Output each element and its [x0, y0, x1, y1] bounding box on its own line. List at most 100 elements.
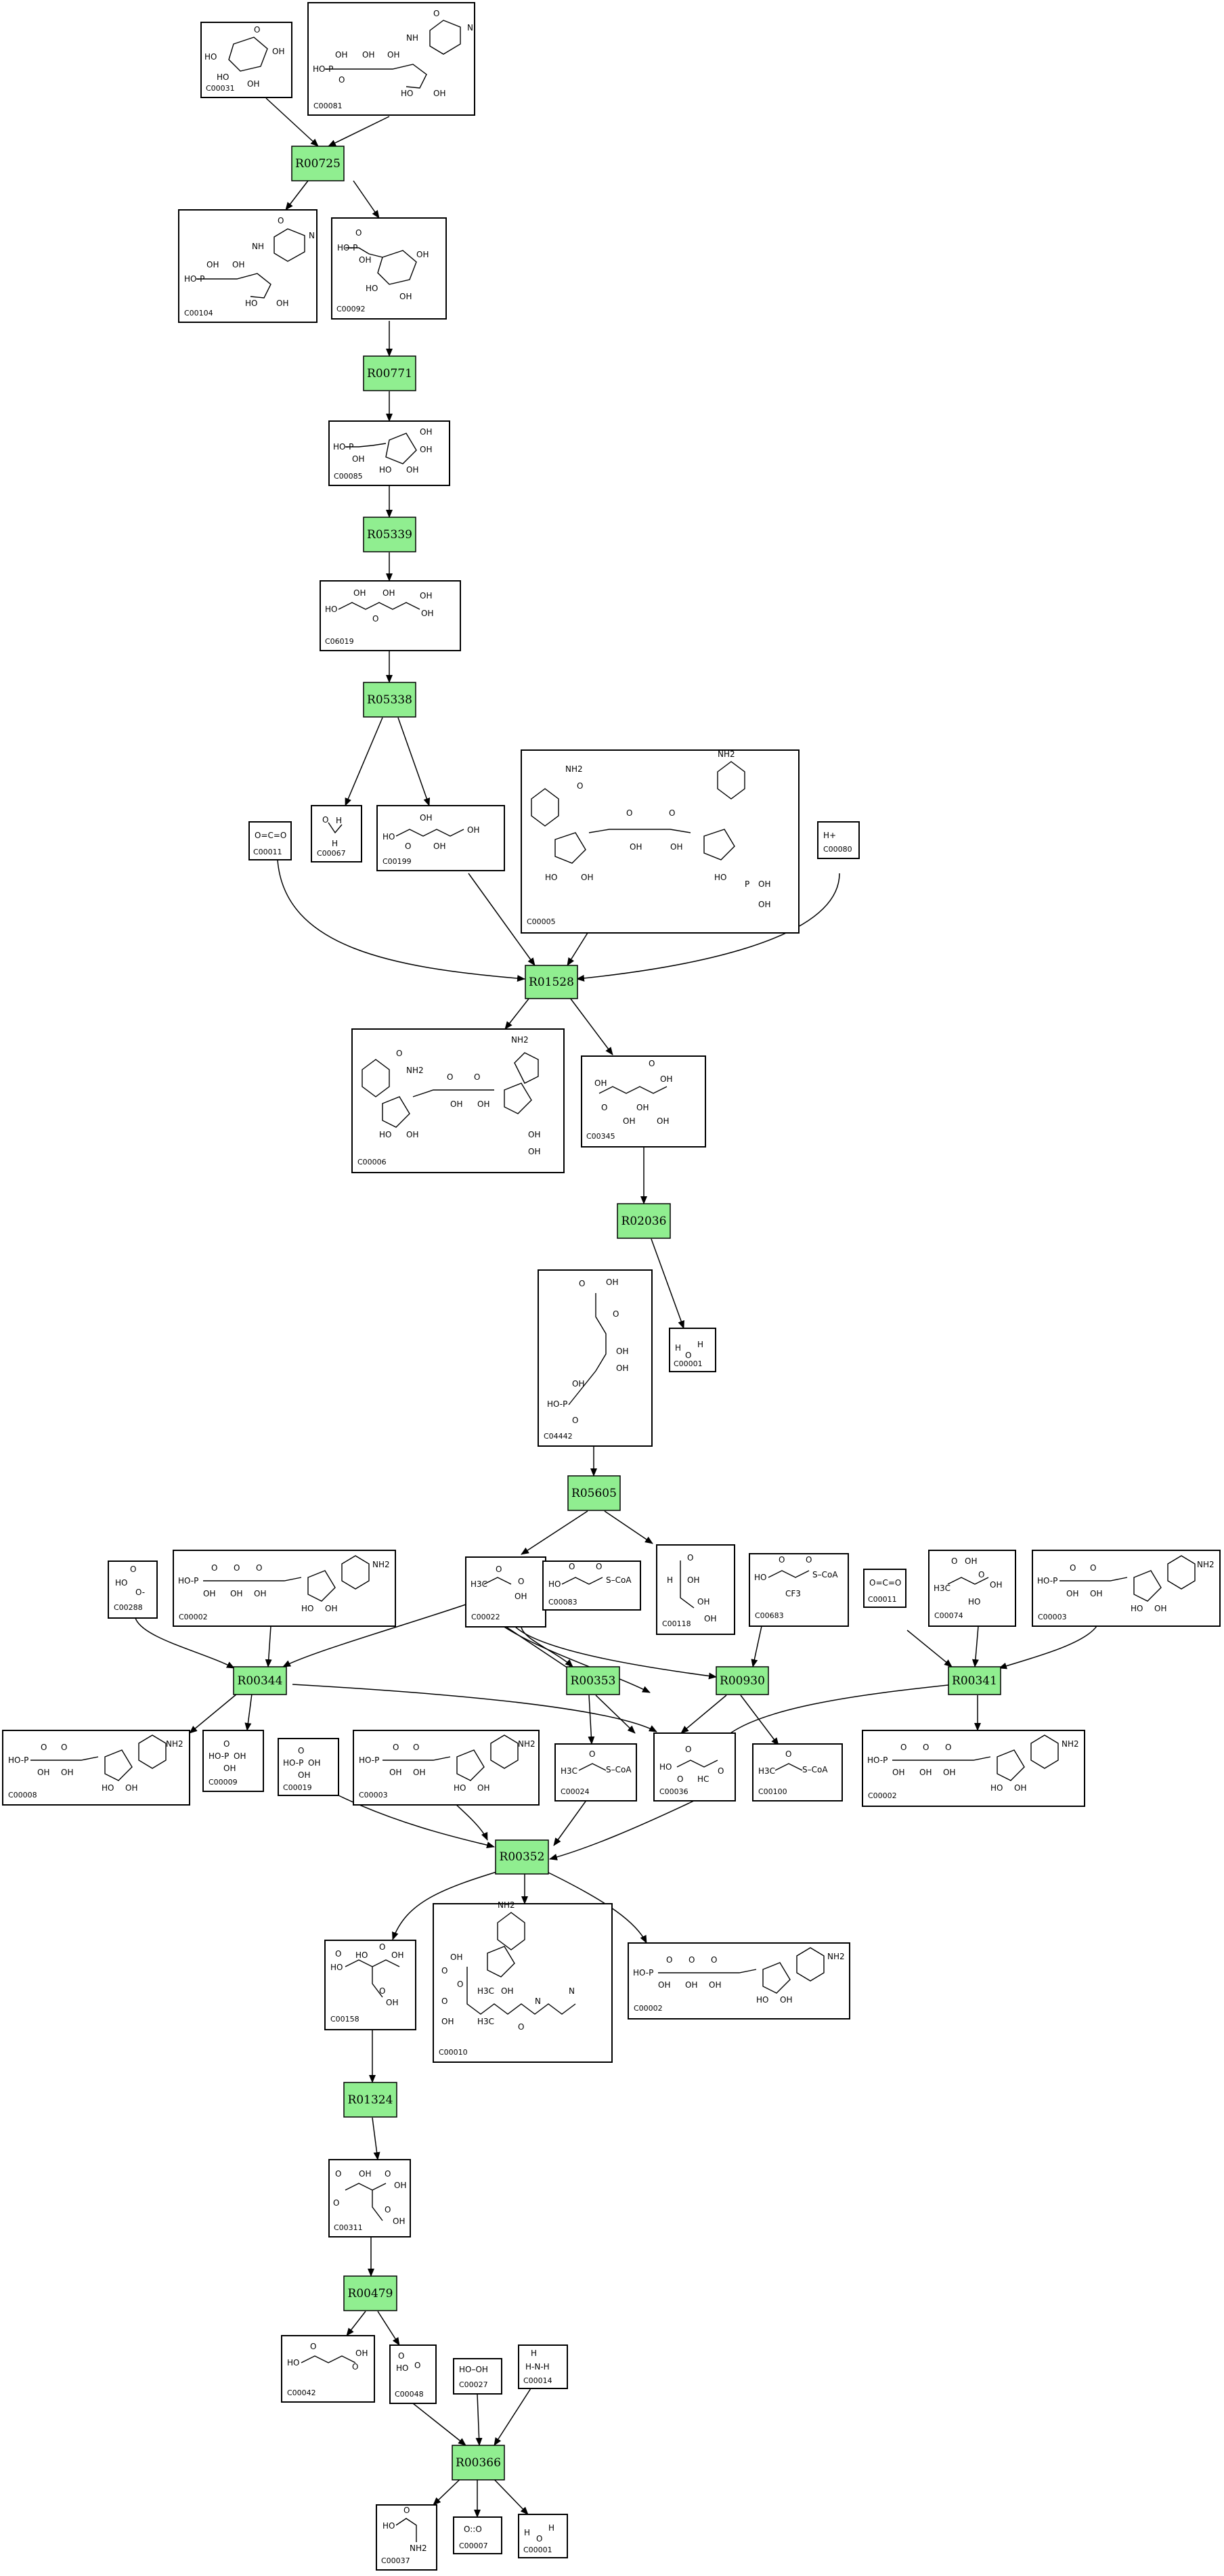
compound-c00022[interactable]: H3C O O OH C00022 [465, 1556, 546, 1628]
svg-text:O: O [333, 2198, 339, 2208]
compound-c00118[interactable]: O H OH OH OH C00118 [656, 1544, 735, 1635]
compound-c00288[interactable]: HO O O- C00288 [108, 1560, 158, 1619]
reaction-r00479[interactable]: R00479 [343, 2275, 397, 2311]
svg-text:OH: OH [420, 427, 432, 437]
reaction-r00930[interactable]: R00930 [716, 1666, 769, 1695]
compound-c00002[interactable]: HO-P O O O OH OH OH NH2 HO OH C00002 [862, 1730, 1085, 1807]
compound-c00085[interactable]: HO-P OH OH OH HO OH C00085 [328, 420, 450, 486]
compound-c00002[interactable]: HO-P O O O OH OH OH NH2 HO OH C00002 [173, 1550, 396, 1627]
reaction-r05605[interactable]: R05605 [567, 1475, 621, 1511]
svg-text:C00199: C00199 [383, 857, 412, 866]
compound-c00042[interactable]: HO O O OH C00042 [281, 2335, 375, 2403]
svg-text:OH: OH [623, 1116, 635, 1126]
compound-c00067[interactable]: O H H C00067 [311, 805, 362, 863]
svg-text:O: O [398, 2351, 404, 2361]
compound-c00031[interactable]: HO O OH HO OH C00031 [200, 22, 292, 98]
compound-c00005[interactable]: NH2 O O O OH OH NH2 HO OH HO P OH OH C00… [521, 749, 800, 934]
compound-c00036[interactable]: HO O O HC O C00036 [653, 1732, 736, 1802]
compound-c00011[interactable]: O=C=O C00011 [248, 821, 292, 860]
compound-c00001[interactable]: H O H C00001 [669, 1328, 716, 1372]
svg-text:O: O [457, 1980, 463, 1989]
reaction-r05338[interactable]: R05338 [363, 682, 416, 718]
compound-c00104[interactable]: HO-P OH OH O NH N HO OH C00104 [178, 209, 318, 323]
svg-text:OH: OH [247, 79, 259, 89]
compound-c00345[interactable]: O OH OH O OH OH OH C00345 [581, 1055, 706, 1148]
reaction-r01324[interactable]: R01324 [343, 2082, 397, 2118]
svg-text:OH: OH [616, 1347, 628, 1356]
svg-text:O: O [596, 1562, 602, 1571]
compound-c00011[interactable]: O=C=O C00011 [863, 1569, 906, 1608]
svg-text:OH: OH [594, 1078, 607, 1088]
compound-c00100[interactable]: H3C O S–CoA C00100 [752, 1743, 843, 1802]
compound-c00683[interactable]: HO O O S–CoA CF3 C00683 [749, 1553, 849, 1627]
svg-text:HO: HO [659, 1762, 672, 1772]
compound-c00311[interactable]: O OH O OH O O OH C00311 [328, 2159, 411, 2237]
compound-c00037[interactable]: HO O NH2 C00037 [376, 2504, 437, 2571]
reaction-edges [135, 97, 1097, 2518]
reaction-r00353[interactable]: R00353 [566, 1666, 620, 1695]
compound-c04442[interactable]: OH O O OH OH OH HO-P O C04442 [538, 1269, 653, 1447]
svg-text:NH2: NH2 [718, 749, 735, 759]
compound-c00024[interactable]: H3C O S–CoA C00024 [554, 1743, 637, 1802]
reaction-label: R00366 [456, 2456, 501, 2470]
svg-text:OH: OH [230, 1589, 242, 1598]
svg-text:OH: OH [383, 588, 395, 598]
svg-text:C00083: C00083 [548, 1598, 577, 1607]
svg-text:HO: HO [396, 2363, 408, 2373]
compound-c00092[interactable]: HO-P O OH OH HO OH C00092 [331, 217, 447, 320]
compound-c06019[interactable]: HO OH OH O OH OH C06019 [320, 580, 461, 651]
svg-text:S–CoA: S–CoA [802, 1765, 828, 1774]
svg-text:NH: NH [406, 33, 418, 43]
reaction-r05339[interactable]: R05339 [363, 517, 416, 552]
compound-c00003[interactable]: HO-P O O OH OH NH2 HO OH C00003 [1032, 1550, 1221, 1627]
svg-text:O: O [589, 1749, 595, 1759]
reaction-label: R00353 [571, 1674, 616, 1688]
compound-c00080[interactable]: H+ C00080 [817, 821, 860, 859]
reaction-r00725[interactable]: R00725 [291, 146, 345, 181]
compound-c00074[interactable]: O OH H3C O OH HO C00074 [928, 1550, 1016, 1627]
svg-text:O: O [254, 25, 260, 35]
compound-c00009[interactable]: O HO-P OH OH C00009 [202, 1730, 264, 1792]
reaction-r00771[interactable]: R00771 [363, 355, 416, 391]
compound-c00158[interactable]: O HO O OH HO O OH C00158 [324, 1940, 416, 2030]
compound-c00002[interactable]: HO-P O O O OH OH OH NH2 HO OH C00002 [628, 1942, 850, 2020]
svg-text:OH: OH [234, 1751, 246, 1761]
svg-text:OH: OH [420, 591, 432, 601]
svg-text:HO: HO [383, 2521, 395, 2531]
compound-c00048[interactable]: O HO O C00048 [389, 2344, 437, 2404]
reaction-r01528[interactable]: R01528 [525, 965, 578, 999]
svg-text:H+: H+ [823, 831, 836, 840]
reaction-label: R00725 [295, 157, 341, 171]
compound-c00010[interactable]: NH2 OH O O O OH H3C OH H3C O N N C00010 [433, 1900, 613, 2063]
compound-c00199[interactable]: HO OH O OH OH C00199 [376, 805, 505, 871]
svg-text:OH: OH [450, 1099, 462, 1109]
svg-text:OH: OH [391, 1950, 403, 1960]
compound-c00019[interactable]: O HO-P OH OH C00019 [278, 1738, 339, 1796]
compound-c00007[interactable]: O::O C00007 [453, 2516, 502, 2554]
compound-c00008[interactable]: HO-P O O OH OH NH2 HO OH C00008 [2, 1730, 190, 1806]
svg-text:C00002: C00002 [868, 1791, 897, 1800]
compound-c00027[interactable]: HO–OH C00027 [453, 2358, 502, 2395]
svg-text:O: O [130, 1565, 136, 1574]
reaction-r00366[interactable]: R00366 [452, 2445, 505, 2481]
compound-c00001[interactable]: H O H C00001 [518, 2514, 568, 2558]
svg-text:OH: OH [61, 1768, 73, 1777]
compound-c00083[interactable]: HO O O S–CoA C00083 [542, 1560, 641, 1611]
svg-text:C00158: C00158 [330, 2015, 359, 2024]
reaction-r00352[interactable]: R00352 [495, 1839, 549, 1875]
compound-c00014[interactable]: H H-N-H C00014 [518, 2344, 568, 2389]
compound-c00081[interactable]: HO-P OH OH OH O O NH N HO OH C00081 [307, 2, 475, 116]
svg-text:HO: HO [401, 89, 413, 98]
compound-c00006[interactable]: NH2 O O O OH OH NH2 HO OH OH OH C00006 [351, 1028, 565, 1173]
svg-text:H: H [697, 1340, 703, 1349]
reaction-r02036[interactable]: R02036 [617, 1203, 671, 1239]
reaction-r00344[interactable]: R00344 [233, 1666, 287, 1695]
svg-text:HO-P: HO-P [209, 1751, 229, 1761]
svg-text:C00683: C00683 [755, 1611, 784, 1620]
svg-text:OH: OH [658, 1980, 670, 1990]
svg-text:C00027: C00027 [459, 2380, 488, 2389]
reaction-r00341[interactable]: R00341 [948, 1666, 1001, 1695]
compound-c00003[interactable]: HO-P O O OH OH NH2 HO OH C00003 [353, 1730, 540, 1806]
svg-text:NH: NH [252, 242, 264, 251]
svg-text:OH: OH [223, 1764, 236, 1773]
